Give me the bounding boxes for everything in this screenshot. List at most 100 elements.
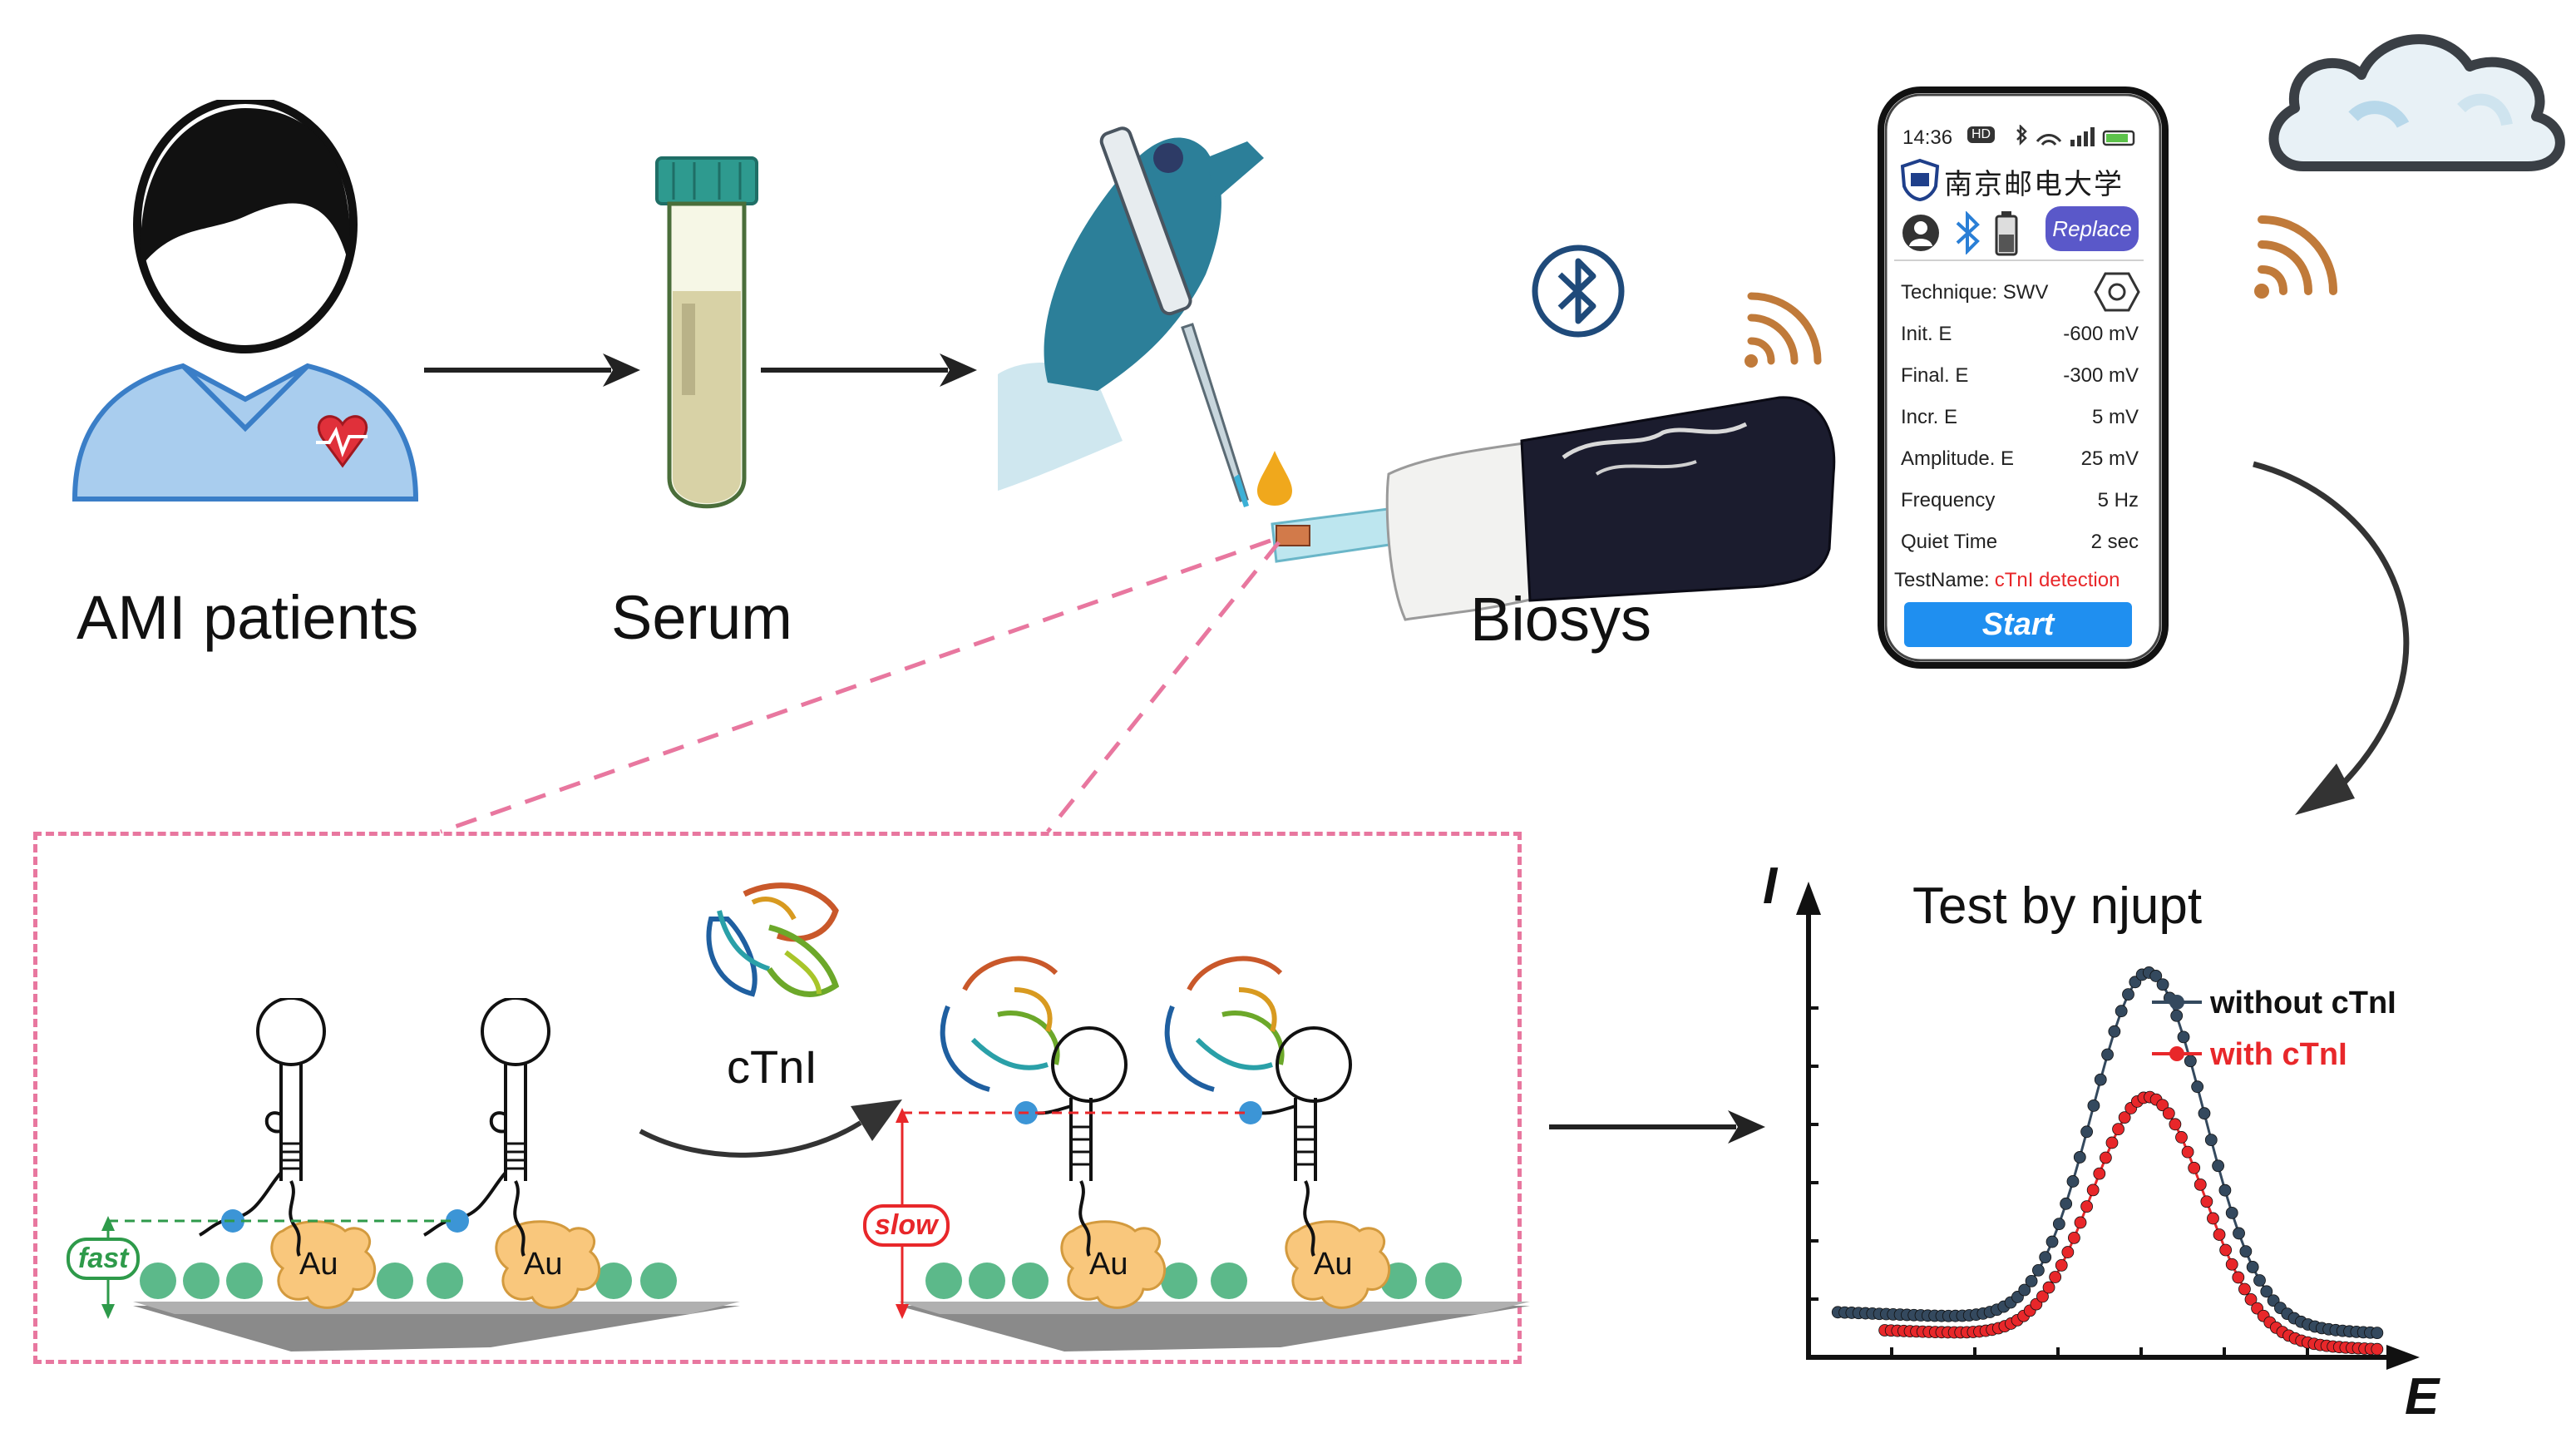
data-point xyxy=(2225,1258,2238,1271)
signal-icon xyxy=(1744,292,1822,368)
serum-label: Serum xyxy=(611,583,792,652)
patient-shirt xyxy=(72,363,419,502)
pipette-body xyxy=(1099,126,1192,316)
data-point xyxy=(2175,1131,2188,1144)
data-point xyxy=(2371,1327,2384,1340)
data-point xyxy=(2031,1263,2045,1277)
data-point xyxy=(2170,1009,2184,1022)
data-point xyxy=(2112,1123,2124,1136)
data-point xyxy=(2068,1231,2080,1244)
data-point xyxy=(2207,1212,2219,1225)
data-point xyxy=(2042,1281,2055,1294)
x-axis-label: E xyxy=(2405,1368,2440,1422)
data-point xyxy=(2025,1274,2038,1287)
data-point xyxy=(2061,1246,2075,1258)
flow-arrow-3 xyxy=(1549,1110,1765,1144)
user-icon[interactable] xyxy=(1901,213,1941,253)
data-point xyxy=(2212,1159,2224,1173)
data-point xyxy=(2246,1261,2259,1273)
data-point xyxy=(2099,1151,2112,1164)
flow-arrow-2 xyxy=(761,353,977,387)
param-row: Final. E-300 mV xyxy=(1901,364,2139,387)
patient-illustration xyxy=(72,100,419,502)
data-point xyxy=(2156,1099,2169,1112)
data-point xyxy=(2184,1055,2197,1068)
data-point xyxy=(2080,1125,2094,1139)
data-point xyxy=(2156,978,2169,991)
fast-badge: fast xyxy=(67,1238,141,1280)
technique-row: Technique: SWV xyxy=(1901,281,2139,304)
au-pad: Au xyxy=(1285,1220,1391,1309)
data-point xyxy=(2018,1283,2031,1297)
rungs xyxy=(1071,1125,1315,1166)
cloud-icon xyxy=(2268,34,2565,171)
data-point xyxy=(2253,1274,2266,1287)
au-pad: Au xyxy=(270,1220,377,1309)
series-with-ctni xyxy=(1878,1090,2384,1356)
bound-ctni xyxy=(1164,956,1352,1103)
data-point xyxy=(2225,1206,2238,1219)
data-point xyxy=(2105,1136,2119,1149)
methylene-blue-bead xyxy=(446,1209,469,1233)
glove xyxy=(1044,137,1221,392)
data-point xyxy=(2213,1228,2226,1241)
data-point xyxy=(2232,1271,2245,1284)
data-point xyxy=(2060,1197,2073,1210)
data-point xyxy=(2066,1175,2080,1188)
testname-label: TestName: xyxy=(1894,569,1990,591)
data-point xyxy=(2244,1292,2258,1306)
bluetooth-small-icon[interactable] xyxy=(1952,211,1982,254)
hexagon-icon[interactable] xyxy=(2094,271,2140,313)
data-point xyxy=(2094,1073,2107,1086)
data-point xyxy=(2191,1080,2204,1094)
data-point xyxy=(2260,1285,2273,1298)
data-point xyxy=(2052,1218,2065,1230)
biosys-device xyxy=(1271,396,1836,621)
axis-ticks xyxy=(1809,1006,2309,1357)
data-point xyxy=(2074,1216,2087,1229)
binding-arrow xyxy=(639,1099,902,1158)
data-point xyxy=(2177,1030,2190,1044)
data-point xyxy=(2218,1183,2232,1197)
data-point xyxy=(2046,1235,2059,1248)
start-button[interactable]: Start xyxy=(1904,602,2132,647)
data-point xyxy=(2122,988,2134,1001)
heart-icon xyxy=(317,415,368,468)
au-pad: Au xyxy=(495,1220,601,1309)
data-point xyxy=(2219,1243,2233,1257)
aptamer-hairpin xyxy=(199,998,326,1257)
flow-arrow-1 xyxy=(424,353,640,387)
data-point xyxy=(2233,1227,2245,1240)
data-point xyxy=(2239,1245,2253,1258)
data-point xyxy=(2162,1107,2175,1120)
data-point xyxy=(2039,1251,2052,1264)
data-point xyxy=(2049,1271,2062,1283)
university-name: 南京邮电大学 xyxy=(1944,168,2124,201)
au-pad: Au xyxy=(1060,1220,1167,1309)
y-axis-label: I xyxy=(1763,857,1779,915)
au-label: Au xyxy=(524,1247,562,1282)
data-point xyxy=(2101,1048,2114,1061)
status-time: 14:36 xyxy=(1902,126,1953,149)
rungs xyxy=(281,1142,526,1170)
testname-row: TestName: cTnI detection xyxy=(1894,569,2139,592)
curved-arrow-down xyxy=(2253,461,2410,815)
legend-with: with cTnI xyxy=(2209,1037,2347,1072)
battery-icon xyxy=(1995,211,2018,256)
data-point xyxy=(2149,970,2163,982)
data-point xyxy=(2371,1342,2384,1356)
replace-button[interactable]: Replace xyxy=(2046,206,2139,251)
phone-screen: 14:36 HD 南京邮电大学 Replace Technique: SWV I… xyxy=(1886,106,2152,651)
bluetooth-icon xyxy=(1532,245,1625,338)
data-point xyxy=(2169,1118,2182,1131)
testname-value: cTnI detection xyxy=(1994,569,2120,591)
param-row: Init. E-600 mV xyxy=(1901,323,2139,345)
patients-label: AMI patients xyxy=(76,583,419,652)
bound-ctni xyxy=(940,956,1128,1103)
signal-icon-cloud xyxy=(2254,215,2337,299)
data-point xyxy=(2204,1134,2218,1147)
status-icons xyxy=(2016,125,2135,146)
